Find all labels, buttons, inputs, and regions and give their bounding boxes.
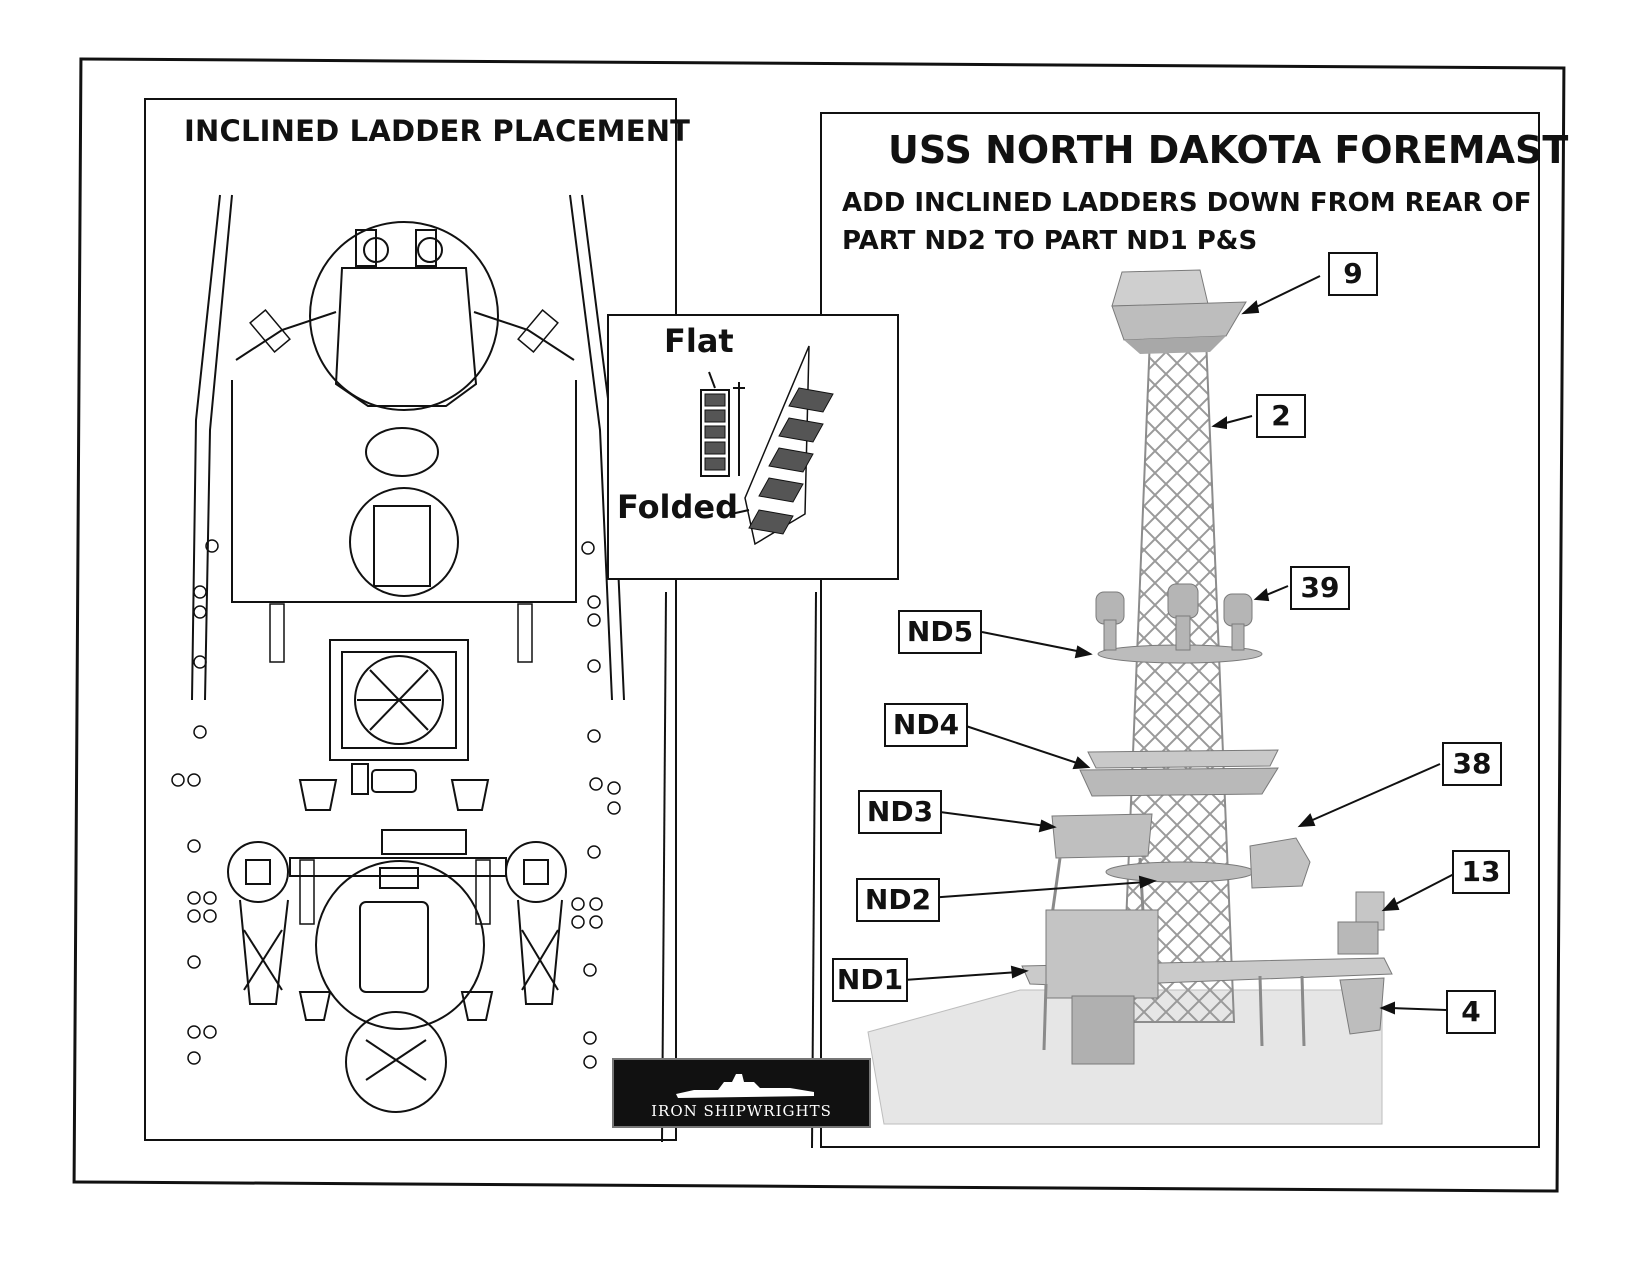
logo-text: IRON SHIPWRIGHTS [651, 1102, 832, 1120]
callout-nd2: ND2 [856, 878, 940, 922]
left-panel-title: INCLINED LADDER PLACEMENT [184, 114, 691, 148]
callout-4: 4 [1446, 990, 1496, 1034]
callout-9: 9 [1328, 252, 1378, 296]
right-panel-title: USS NORTH DAKOTA FOREMAST [888, 128, 1569, 172]
ladder-inset: Flat Folded [607, 314, 899, 580]
ladder-illustration [700, 345, 834, 546]
instruction-line-2: PART ND2 TO PART ND1 P&S [842, 226, 1258, 256]
battleship-silhouette-icon [676, 1074, 814, 1098]
callout-nd5: ND5 [898, 610, 982, 654]
callout-nd3: ND3 [858, 790, 942, 834]
callout-2: 2 [1256, 394, 1306, 438]
callout-nd4: ND4 [884, 703, 968, 747]
instruction-line-1: ADD INCLINED LADDERS DOWN FROM REAR OF [842, 188, 1532, 218]
callout-39: 39 [1290, 566, 1350, 610]
folded-label: Folded [617, 488, 739, 526]
callout-13: 13 [1452, 850, 1510, 894]
iron-shipwrights-logo: IRON SHIPWRIGHTS [612, 1058, 871, 1128]
flat-label: Flat [664, 322, 734, 360]
callout-38: 38 [1442, 742, 1502, 786]
callout-nd1: ND1 [832, 958, 908, 1002]
